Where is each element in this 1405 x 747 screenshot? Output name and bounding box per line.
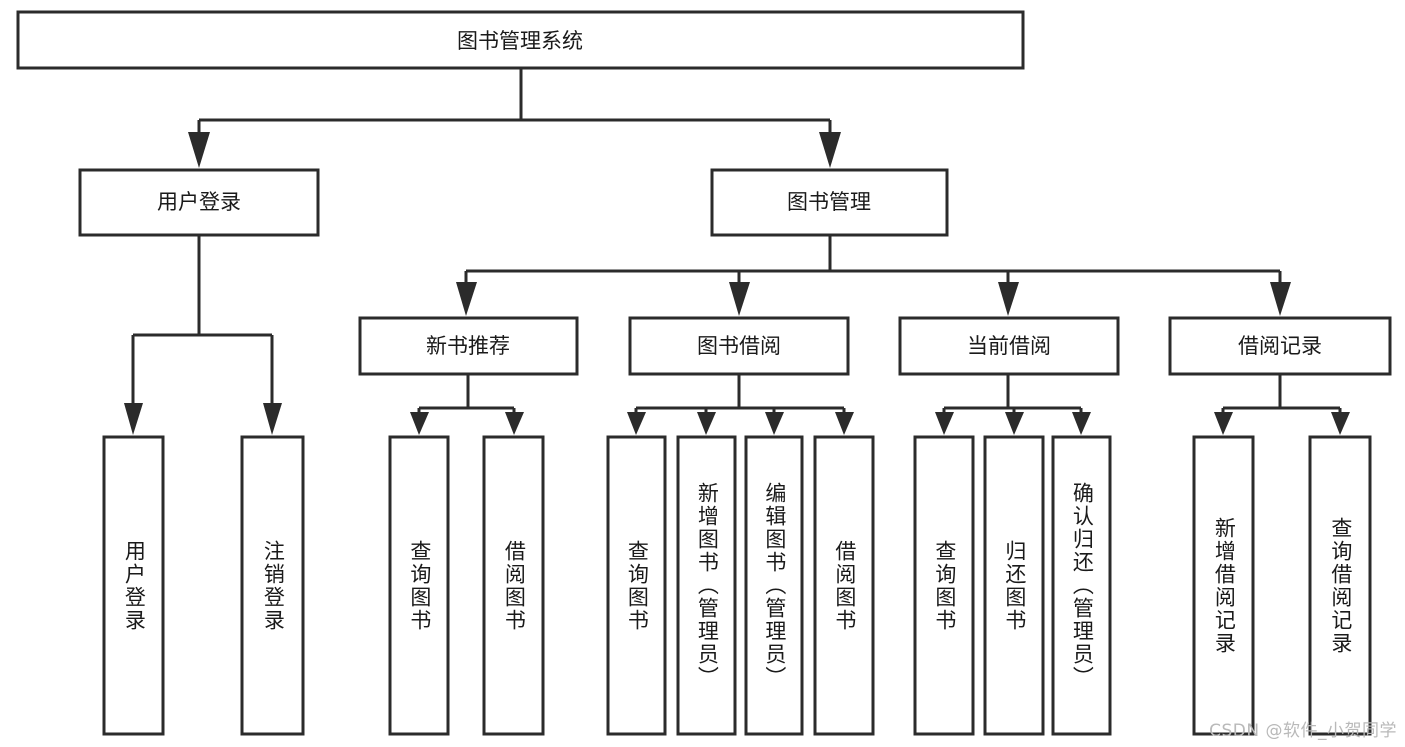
arrowhead-leaf-query-book-1 (410, 412, 429, 435)
arrowhead-user-login (188, 132, 210, 168)
node-root-box[interactable] (16, 10, 1025, 70)
edge-book-borrow-to-leaves (627, 374, 854, 435)
arrowhead-current-borrow (998, 282, 1019, 316)
arrowhead-leaf-query-book-2 (627, 412, 646, 435)
leaf-confirm-return-box[interactable] (1051, 435, 1112, 736)
arrowhead-borrow-record (1270, 282, 1291, 316)
node-root[interactable]: 图书管理系统 (16, 10, 1025, 70)
node-book-manage-label: 图书管理 (787, 190, 871, 214)
node-root-label: 图书管理系统 (457, 29, 583, 53)
arrowhead-book-manage (819, 132, 841, 168)
arrowhead-leaf-borrow-book-1 (505, 412, 524, 435)
csdn-watermark: CSDN @软件_小贺同学 (1209, 721, 1397, 741)
leaf-return-book-box[interactable] (983, 435, 1045, 736)
edge-new-book-to-leaves (410, 374, 524, 435)
node-user-login[interactable]: 用户登录 (78, 168, 320, 237)
node-user-login-label: 用户登录 (157, 190, 241, 214)
arrowhead-leaf-confirm-return (1072, 412, 1091, 435)
node-book-manage[interactable]: 图书管理 (710, 168, 949, 237)
node-book-manage-box[interactable] (710, 168, 949, 237)
arrowhead-leaf-return-book (1005, 412, 1024, 435)
leaf-add-book-box[interactable] (676, 435, 737, 736)
leaf-query-book-2-box[interactable] (606, 435, 667, 736)
edge-borrow-record-to-leaves (1214, 374, 1350, 435)
node-borrow-record-box[interactable] (1168, 316, 1392, 376)
arrowhead-leaf-borrow-book-2 (835, 412, 854, 435)
edge-current-borrow-to-leaves (935, 374, 1091, 435)
edge-user-login-to-leaves (124, 235, 282, 435)
node-book-borrow[interactable]: 图书借阅 (628, 316, 850, 376)
node-new-book-recommend-label: 新书推荐 (426, 334, 510, 358)
leaf-user-login-box[interactable] (102, 435, 165, 736)
node-borrow-record[interactable]: 借阅记录 (1168, 316, 1392, 376)
node-new-book-recommend-box[interactable] (358, 316, 579, 376)
node-book-borrow-box[interactable] (628, 316, 850, 376)
leaf-boxes (102, 435, 1372, 736)
node-book-borrow-label: 图书借阅 (697, 334, 781, 358)
leaf-edit-book-box[interactable] (744, 435, 804, 736)
edge-root-to-level2 (188, 68, 841, 168)
node-current-borrow-box[interactable] (898, 316, 1120, 376)
node-new-book-recommend[interactable]: 新书推荐 (358, 316, 579, 376)
node-current-borrow-label: 当前借阅 (967, 334, 1051, 358)
node-current-borrow[interactable]: 当前借阅 (898, 316, 1120, 376)
arrowhead-leaf-query-record (1331, 412, 1350, 435)
arrowhead-book-borrow (729, 282, 750, 316)
leaf-add-record-box[interactable] (1192, 435, 1255, 736)
leaf-borrow-book-2-box[interactable] (813, 435, 875, 736)
leaf-borrow-book-1-box[interactable] (482, 435, 545, 736)
arrowhead-leaf-add-record (1214, 412, 1233, 435)
node-borrow-record-label: 借阅记录 (1238, 334, 1322, 358)
arrowhead-leaf-edit-book (765, 412, 784, 435)
arrowhead-leaf-query-book-3 (935, 412, 954, 435)
node-user-login-box[interactable] (78, 168, 320, 237)
leaf-user-logout-box[interactable] (240, 435, 305, 736)
leaf-query-record-box[interactable] (1308, 435, 1372, 736)
arrowhead-leaf-user-login (124, 403, 143, 435)
edge-book-manage-to-level3 (456, 235, 1291, 316)
leaf-query-book-3-box[interactable] (913, 435, 975, 736)
arrowhead-leaf-add-book (697, 412, 716, 435)
arrowhead-new-book-recommend (456, 282, 477, 316)
arrowhead-leaf-user-logout (263, 403, 282, 435)
leaf-query-book-1-box[interactable] (388, 435, 450, 736)
